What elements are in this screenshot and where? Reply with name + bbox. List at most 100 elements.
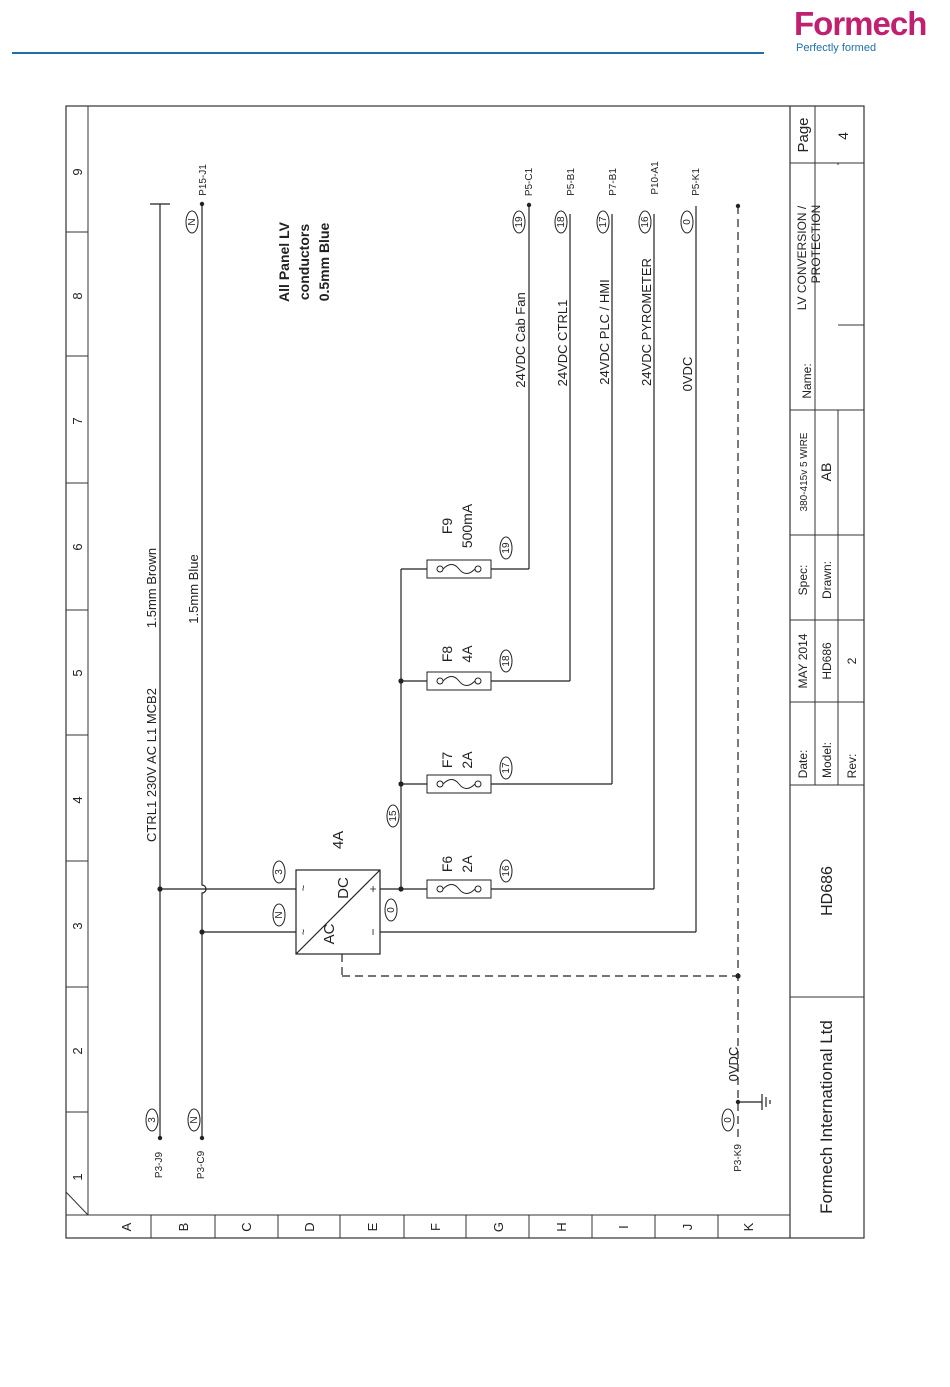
fuse-f6-rating: 2A (459, 855, 475, 873)
rev-value: 2 (845, 657, 859, 664)
svg-text:3: 3 (147, 1117, 158, 1123)
name-label: Name: (800, 363, 814, 398)
supply-labels: CTRL1 230V AC L1 MCB2 1.5mm Brown 1.5mm … (144, 548, 201, 842)
note-line-2: conductors (296, 224, 312, 300)
svg-text:19: 19 (501, 542, 512, 554)
wire-marker-0-top: 0 (680, 210, 694, 234)
blue-conductor-label: 1.5mm Blue (186, 554, 201, 623)
terminal-p3-j9: P3-J9 (154, 1152, 165, 1179)
wire-marker-17-top: 17 (596, 210, 610, 234)
terminal-p7-b1: P7-B1 (608, 168, 619, 196)
column-labels: 9 8 7 6 5 4 3 2 1 (70, 168, 85, 1180)
row-label: I (616, 1225, 631, 1229)
svg-text:18: 18 (501, 655, 512, 667)
wire-marker-17-fuse: 17 (499, 756, 513, 780)
terminal-p5-k1: P5-K1 (691, 168, 702, 196)
column-label: 3 (70, 922, 85, 929)
title-block (790, 106, 864, 998)
svg-text:17: 17 (598, 216, 609, 228)
model-title: HD686 (819, 866, 836, 916)
wire-marker-16-top: 16 (638, 210, 652, 234)
svg-text:N: N (187, 218, 198, 225)
fuse-f9-rating: 500mA (459, 503, 475, 548)
row-label: C (239, 1222, 254, 1231)
spec-value: 380-415v 5 WIRE (799, 432, 810, 511)
note-line-3: 0.5mm Blue (316, 222, 332, 301)
svg-text:17: 17 (501, 762, 512, 774)
terminal-p5-b1: P5-B1 (566, 168, 577, 196)
fuse-f7: F7 2A (426, 751, 492, 794)
terminal-p15-j1: P15-J1 (198, 164, 209, 196)
wire-marker-19-top: 19 (512, 210, 526, 234)
psu-ac-label: AC (321, 923, 338, 944)
row-label: F (428, 1223, 443, 1231)
formech-logo: Formech Perfectly formed (794, 6, 944, 56)
svg-text:15: 15 (388, 810, 399, 822)
page-label: Page (795, 117, 812, 152)
svg-text:N: N (274, 911, 285, 918)
junction-dots (157, 201, 741, 1141)
wire-marker-19-fuse: 19 (499, 536, 513, 560)
logo-name: Formech (794, 5, 927, 42)
terminal-p10-a1: P10-A1 (650, 161, 661, 195)
output-plc-hmi: 24VDC PLC / HMI (597, 279, 612, 384)
wires (150, 203, 771, 1138)
terminal-p3-k9: P3-K9 (733, 1144, 744, 1172)
row-label: K (741, 1222, 756, 1231)
row-label: H (554, 1222, 569, 1231)
fuse-f6: F6 2A (426, 855, 492, 899)
drawing-frame (65, 105, 865, 1239)
psu-minus: − (366, 928, 380, 935)
output-cab-fan: 24VDC Cab Fan (513, 292, 528, 387)
svg-text:N: N (189, 1116, 200, 1123)
output-ctrl1: 24VDC CTRL1 (555, 300, 570, 387)
name-value-line-2: PROTECTION (809, 205, 823, 284)
wire-marker-16-fuse: 16 (499, 859, 513, 883)
svg-text:18: 18 (556, 216, 567, 228)
date-value: MAY 2014 (796, 633, 810, 688)
earth-0vdc-label: 0VDC (726, 1047, 741, 1082)
logo-tagline: Perfectly formed (796, 42, 877, 54)
column-label: 4 (70, 796, 85, 803)
row-label: A (119, 1222, 134, 1231)
svg-text:0: 0 (723, 1117, 734, 1123)
psu-ac-dc: AC DC ~ ~ + − 4A (295, 831, 381, 955)
fuse-f8-id: F8 (439, 646, 455, 663)
column-label: 2 (70, 1047, 85, 1054)
rev-label: Rev: (845, 754, 859, 779)
wire-marker-3-bottom: 3 (145, 1108, 159, 1132)
column-label: 6 (70, 543, 85, 550)
fuse-f9: F9 500mA (426, 503, 492, 579)
psu-tilde-1: ~ (298, 885, 310, 891)
fuse-f8-rating: 4A (459, 645, 475, 663)
conductor-note: All Panel LV conductors 0.5mm Blue (276, 221, 332, 302)
svg-text:16: 16 (640, 216, 651, 228)
fuse-f8: F8 4A (426, 645, 492, 691)
row-label: J (680, 1224, 695, 1231)
page-header: Formech Perfectly formed (0, 0, 950, 70)
ctrl-supply-label: CTRL1 230V AC L1 MCB2 (144, 688, 159, 842)
name-value-line-1: LV CONVERSION / (795, 205, 809, 310)
fuse-f7-id: F7 (439, 752, 455, 769)
wire-marker-0-bottom: 0 (721, 1108, 735, 1132)
svg-text:16: 16 (501, 865, 512, 877)
svg-text:3: 3 (274, 869, 285, 875)
psu-tilde-2: ~ (298, 929, 310, 935)
column-label: 7 (70, 417, 85, 424)
psu-plus: + (366, 885, 380, 892)
model-label: Model: (820, 742, 834, 778)
row-label: E (365, 1222, 380, 1231)
model-value: HD686 (820, 642, 834, 680)
dashed-return (341, 206, 739, 1138)
psu-dc-label: DC (335, 877, 352, 899)
row-label: B (176, 1223, 191, 1232)
output-pyrometer: 24VDC PYROMETER (639, 258, 654, 386)
wire-marker-n-top: N (185, 210, 199, 234)
date-label: Date: (796, 750, 810, 779)
fuse-f6-id: F6 (439, 856, 455, 873)
terminal-p3-c9: P3-C9 (196, 1150, 207, 1179)
title-block-text: Formech International Ltd HD686 Date: MA… (795, 117, 859, 1213)
terminal-p5-c1: P5-C1 (524, 167, 535, 196)
wire-marker-n-bottom: N (187, 1108, 201, 1132)
